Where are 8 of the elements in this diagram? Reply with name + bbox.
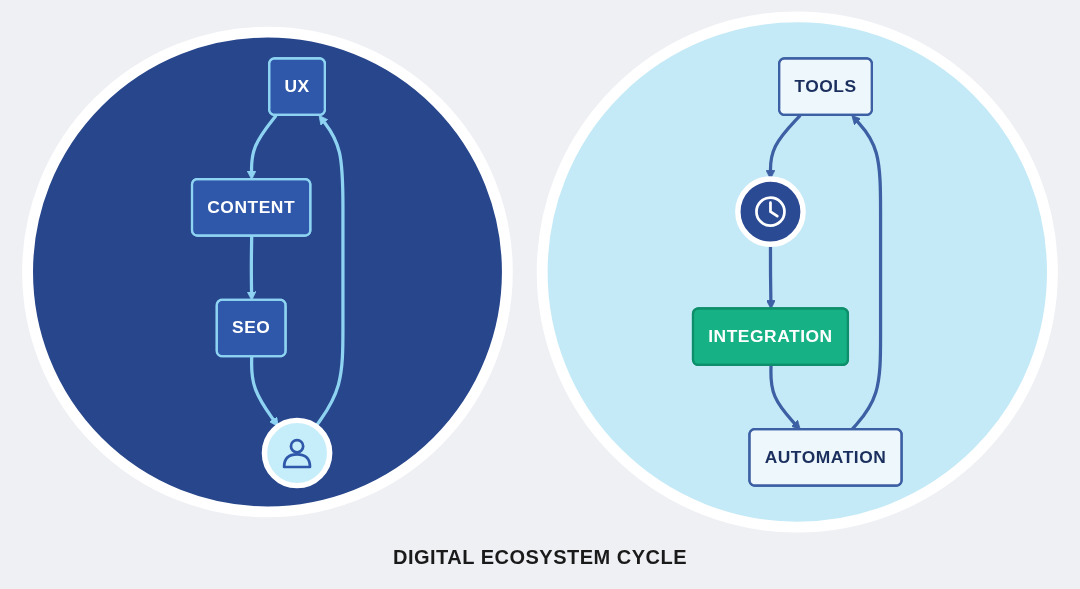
node-circle [735,176,806,247]
node-circle [261,417,333,489]
arrow [246,114,278,180]
cluster [536,11,1058,533]
caption: DIGITAL ECOSYSTEM CYCLE [392,546,688,568]
arrow [314,115,345,428]
arrow [249,356,279,427]
cluster [22,26,513,518]
